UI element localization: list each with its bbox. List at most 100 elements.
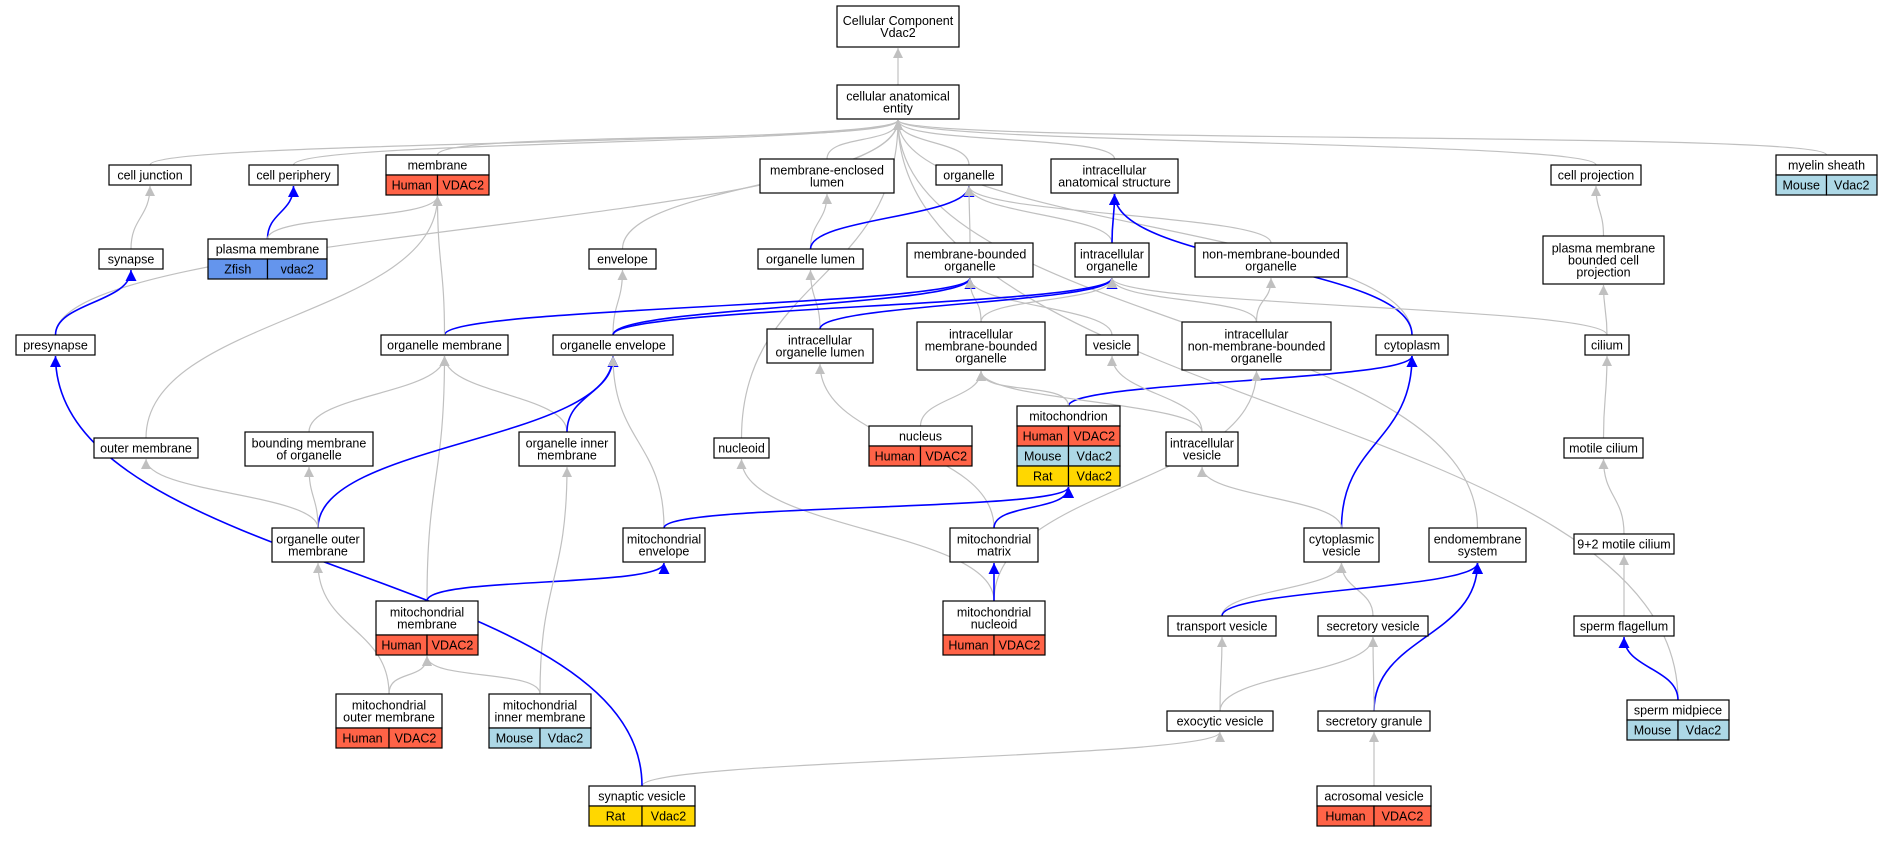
node-exocytic-vesicle[interactable]: exocytic vesicle [1166,710,1274,732]
node-cell-periphery[interactable]: cell periphery [248,164,339,186]
node-org-lumen[interactable]: organelle lumen [757,248,864,270]
node-box [713,437,770,459]
edge-mim-to-mito_membrane [422,655,541,695]
node-label: organelle inner [526,436,609,450]
node-label: motile cilium [1569,441,1638,455]
node-label: non-membrane-bounded [1202,247,1340,261]
edge-org_envelope-to-envelope [612,269,628,336]
edge-secretory_granule-to-secretory_vesicle [1368,636,1379,712]
node-label: membrane [408,158,468,172]
node-cytoplasm[interactable]: cytoplasm [1375,334,1449,356]
node-label: outer membrane [100,441,192,455]
gene-label: VDAC2 [442,179,484,193]
node-label: anatomical structure [1058,175,1171,189]
node-label: vesicle [1093,338,1131,352]
node-cilium[interactable]: cilium [1584,334,1630,356]
edge-mito_membrane-to-mito_env [426,562,670,602]
node-box [759,158,895,194]
node-c92[interactable]: 9+2 motile cilium [1573,533,1675,555]
species-label: Mouse [1782,179,1820,193]
node-box [836,84,960,120]
node-cell-projection[interactable]: cell projection [1550,164,1642,186]
node-cell-junction[interactable]: cell junction [108,164,192,186]
species-label: Zfish [224,263,251,277]
node-label: vesicle [1183,448,1221,462]
node-label: mitochondrial [352,698,426,712]
node-outer-membrane[interactable]: outer membrane [93,437,199,459]
node-label: cellular anatomical [846,89,950,103]
edge-org_membrane-to-membrane [432,195,446,336]
node-label: transport vesicle [1176,619,1267,633]
node-synapse[interactable]: synapse [98,248,164,270]
edge-nucleus-to-imbo [919,370,986,427]
node-label: membrane [288,544,348,558]
node-box [1317,710,1431,732]
edge-mom-to-oom [313,562,390,695]
gene-cell [641,805,696,827]
edge-synaptic_vesicle-to-exocytic_vesicle [641,731,1225,787]
gene-label: VDAC2 [925,450,967,464]
edge-mbo-to-organelle [964,185,975,244]
edge-org_membrane-to-mbo [443,277,976,336]
node-org-envelope[interactable]: organelle envelope [552,334,674,356]
node-label: organelle [1086,259,1137,273]
node-label: intracellular [1083,163,1147,177]
node-nucleoid[interactable]: nucleoid [713,437,770,459]
gene-cell [993,634,1046,656]
node-inmbo[interactable]: intracellularnon-membrane-boundedorganel… [1181,321,1332,371]
edge-plasma_membrane-to-membrane [266,195,443,240]
node-org-membrane[interactable]: organelle membrane [380,334,509,356]
node-label: mitochondrial [503,698,577,712]
node-presynapse[interactable]: presynapse [15,334,96,356]
node-transport-vesicle[interactable]: transport vesicle [1167,615,1277,637]
node-vesicle[interactable]: vesicle [1085,334,1139,356]
gene-cell [1677,719,1730,741]
node-box [1375,334,1449,356]
node-motile-cilium[interactable]: motile cilium [1563,437,1644,459]
node-sperm-flagellum[interactable]: sperm flagellum [1573,615,1675,637]
node-box [488,693,592,729]
node-label: cell projection [1558,168,1634,182]
node-secretory-vesicle[interactable]: secretory vesicle [1317,615,1429,637]
node-organelle[interactable]: organelle [935,164,1003,186]
node-label: secretory granule [1326,714,1423,728]
node-label: cytoplasm [1384,338,1440,352]
node-secretory-granule[interactable]: secretory granule [1317,710,1431,732]
edge-io-to-organelle [964,185,1113,244]
edge-plasma_membrane-to-cell_periphery [266,185,299,240]
node-envelope[interactable]: envelope [588,248,657,270]
edge-mito-to-cytoplasm [1067,355,1418,407]
